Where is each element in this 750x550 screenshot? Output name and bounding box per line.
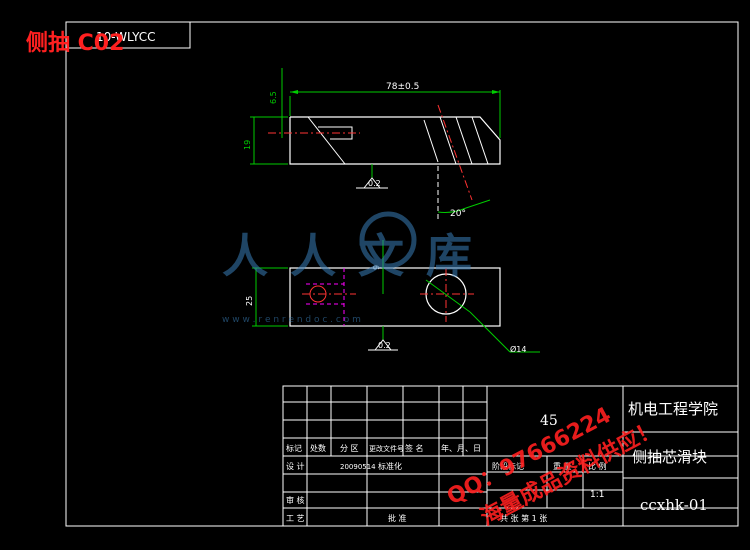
code-box <box>65 21 191 49</box>
top-view-slant-cut <box>307 116 346 165</box>
hdr-sign: 签 名 <box>405 443 424 453</box>
hdr-file: 更改文件号 <box>369 444 404 453</box>
process-label: 工 艺 <box>286 514 305 523</box>
dim-arrow-l <box>290 90 298 94</box>
dim-25-text: 25 <box>245 296 254 306</box>
dim-length-text: 78±0.5 <box>386 82 419 92</box>
watermark-logo: 人人文库 w w w . r e n r e n d o c . c o m <box>222 211 494 325</box>
standard-label: 标准化 <box>378 461 402 471</box>
watermark-brand: 人人文库 <box>222 229 494 283</box>
angle-text: 20° <box>450 209 466 219</box>
part-name: 侧抽芯滑块 <box>632 448 707 466</box>
part-code: ccxhk-01 <box>640 496 708 514</box>
front-view-outline <box>289 267 501 327</box>
material-value: 45 <box>540 413 558 429</box>
title-overlay: 侧抽 C02 <box>26 31 124 56</box>
scale-label: 比 例 <box>588 461 607 471</box>
review-label: 审 核 <box>286 495 305 505</box>
title-block <box>282 385 739 527</box>
design-label: 设 计 <box>286 461 305 471</box>
dia-leader-inside <box>425 279 471 313</box>
watermark-circle <box>359 211 417 269</box>
approve-label: 批 准 <box>388 513 407 523</box>
top-view: 78±0.5 6.5 19 0.2 20° <box>243 68 501 220</box>
flat-top-text: 0.2 <box>368 179 381 188</box>
watermark-url: w w w . r e n r e n d o c . c o m <box>222 315 361 325</box>
dim-65-text: 6.5 <box>269 91 278 104</box>
dia-leader <box>469 311 511 353</box>
front-view: Ø14 9 25 0.2 <box>245 240 540 354</box>
hdr-date: 年、月、日 <box>441 443 481 453</box>
school-name: 机电工程学院 <box>628 400 718 418</box>
dim-19-text: 19 <box>243 140 252 150</box>
hatch-4 <box>471 116 489 165</box>
hatch-2 <box>439 116 457 165</box>
angle-arc <box>437 207 467 213</box>
title-block-texts: 标记 处数 分 区 更改文件号 签 名 年、月、日 设 计 20090514 标… <box>286 400 718 523</box>
hatch-3 <box>455 116 473 165</box>
code-box-text: 10-WLYCC <box>96 30 156 44</box>
top-view-outline <box>289 116 501 165</box>
sheet-info: 共 张 第 1 张 <box>500 513 547 523</box>
angle-center-line <box>437 104 473 201</box>
stage-label: 阶段标记 <box>492 461 524 471</box>
flat-bot-text: 0.2 <box>378 341 391 350</box>
dia-text: Ø14 <box>510 344 526 354</box>
hdr-zone: 分 区 <box>340 444 359 453</box>
design-date: 20090514 <box>340 463 376 471</box>
hdr-count: 处数 <box>310 443 326 453</box>
weight-label: 重 量 <box>553 461 572 471</box>
hdr-mark: 标记 <box>286 443 302 453</box>
hatch-1 <box>423 119 439 163</box>
angle-leader <box>465 199 491 209</box>
scale-value: 1:1 <box>590 490 604 500</box>
dim-arrow-r <box>492 90 500 94</box>
dim-9-text: 9 <box>372 265 381 270</box>
